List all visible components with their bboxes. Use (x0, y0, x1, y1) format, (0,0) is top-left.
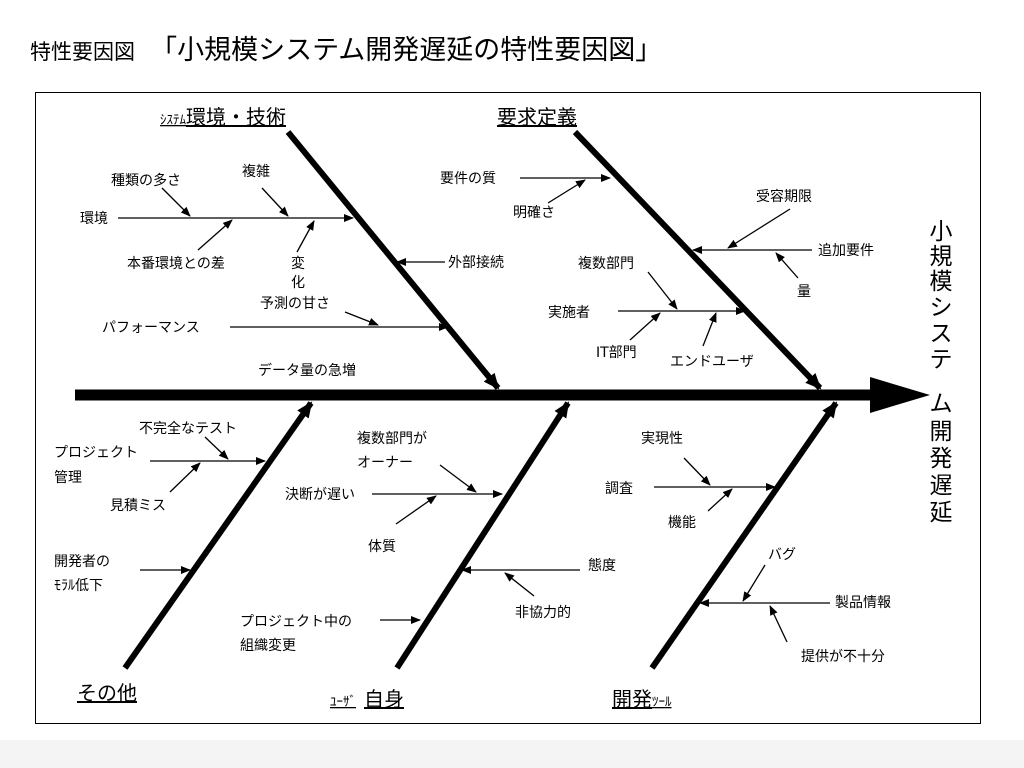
effect-char: ム (930, 391, 953, 417)
label-change-2: 化 (291, 275, 305, 291)
category-system-env-main: 環境・技術 (186, 105, 286, 129)
title-label: 特性要因図 (30, 40, 135, 64)
label-end-user: エンドユーザ (670, 354, 754, 370)
effect-char: 遅 (930, 473, 953, 499)
diagram-frame (35, 92, 981, 724)
arrow-types (161, 187, 191, 217)
bone-other (122, 401, 314, 670)
category-requirements: 要求定義 (497, 105, 577, 129)
label-amount: 量 (797, 284, 811, 300)
effect-char: 模 (930, 269, 953, 295)
effect-char: 発 (930, 446, 953, 472)
effect-char: 延 (930, 500, 953, 526)
arrow-incomplete-test (204, 436, 229, 460)
arrow-culture (395, 495, 437, 525)
arrow-bug (742, 564, 766, 602)
arrow-forecast (344, 311, 379, 326)
label-external: 外部接続 (448, 254, 504, 271)
label-estimate: 見積ミス (110, 498, 166, 514)
label-org-1: プロジェクト中の (240, 614, 352, 630)
label-prod-diff: 本番環境との差 (127, 256, 225, 272)
arrow-feasibility (683, 457, 711, 486)
category-user: ﾕｰｻﾞ 自身 (330, 687, 404, 711)
effect-char: 小 (930, 219, 953, 245)
effect-char: 開 (930, 419, 953, 445)
effect-char: 規 (930, 244, 953, 270)
fishbone-diagram: 種類の多さ 複雑 環境 本番環境との差 変 化 外部接続 予測の甘さ パフォーマ… (54, 105, 953, 711)
label-env: 環境 (80, 211, 108, 227)
arrow-end-user (702, 312, 717, 347)
arrow-prod-diff (197, 219, 233, 251)
label-insufficient: 提供が不十分 (801, 649, 885, 665)
arrow-complex (261, 187, 289, 217)
arrow-amount (775, 252, 799, 279)
arrow-change (296, 220, 315, 253)
effect-label: 小 規 模 シ ス テ ム 開 発 遅 延 (930, 219, 953, 526)
label-acceptance: 受容期限 (756, 188, 812, 205)
label-morale-1: 開発者の (54, 554, 110, 570)
label-org-2: 組織変更 (240, 637, 296, 654)
effect-char: テ (930, 347, 953, 373)
label-forecast: 予測の甘さ (260, 296, 330, 312)
category-user-main: 自身 (364, 687, 404, 711)
label-performance: パフォーマンス (102, 320, 200, 336)
label-pm-1: プロジェクト (54, 445, 138, 461)
category-other: その他 (77, 681, 137, 705)
arrow-it-dept (629, 312, 661, 341)
arrow-clarity (547, 179, 586, 204)
label-attitude: 態度 (588, 558, 616, 574)
label-uncoop: 非協力的 (515, 605, 571, 621)
label-added: 追加要件 (818, 243, 874, 259)
label-feasibility: 実現性 (641, 431, 683, 447)
label-function: 機能 (668, 515, 696, 531)
arrow-owner (439, 464, 477, 493)
main-arrowhead (870, 377, 930, 413)
arrow-insufficient (769, 605, 788, 643)
label-owner-2: オーナー (357, 455, 413, 471)
label-morale-2: ﾓﾗﾙ低下 (54, 578, 103, 594)
label-multi-dept: 複数部門 (578, 255, 634, 272)
label-data-growth: データ量の急増 (258, 362, 356, 379)
effect-char: シ (930, 295, 953, 321)
label-survey: 調査 (605, 481, 633, 497)
bone-system-env (285, 130, 501, 390)
arrow-function (707, 488, 733, 512)
title-main: 「小規模システム開発遅延の特性要因図」 (150, 35, 663, 66)
category-system-env-small: ｼｽﾃﾑ (160, 113, 187, 128)
label-clarity: 明確さ (513, 205, 555, 221)
bone-user (394, 401, 571, 670)
label-quality: 要件の質 (440, 171, 496, 187)
label-incomplete-test: 不完全なテスト (139, 420, 237, 437)
category-system-env: ｼｽﾃﾑ環境・技術 (160, 105, 286, 129)
arrow-acceptance (727, 208, 791, 249)
category-dev-tool-main: 開発 (612, 687, 652, 711)
label-it-dept: IT部門 (596, 345, 637, 361)
label-culture: 体質 (368, 539, 396, 555)
label-change-1: 変 (291, 255, 305, 272)
arrow-uncoop (504, 572, 535, 597)
category-user-small: ﾕｰｻﾞ (330, 695, 356, 710)
category-dev-tool: 開発ﾂｰﾙ (612, 687, 672, 711)
bone-requirements (572, 129, 823, 391)
arrow-estimate (169, 462, 201, 493)
label-pm-2: 管理 (54, 470, 82, 486)
label-complex: 複雑 (242, 163, 270, 180)
label-bug: バグ (768, 547, 796, 563)
category-dev-tool-small: ﾂｰﾙ (652, 695, 672, 710)
label-owner-1: 複数部門が (357, 430, 427, 447)
arrow-multi-dept (647, 271, 678, 310)
slide-title: 特性要因図 「小規模システム開発遅延の特性要因図」 (30, 28, 662, 67)
label-types: 種類の多さ (111, 172, 181, 189)
bottom-band (0, 740, 1024, 768)
label-product-info: 製品情報 (835, 595, 891, 611)
bone-dev-tool (649, 401, 839, 670)
label-decision: 決断が遅い (285, 487, 355, 503)
label-implementer: 実施者 (548, 305, 590, 321)
effect-char: ス (930, 321, 953, 347)
